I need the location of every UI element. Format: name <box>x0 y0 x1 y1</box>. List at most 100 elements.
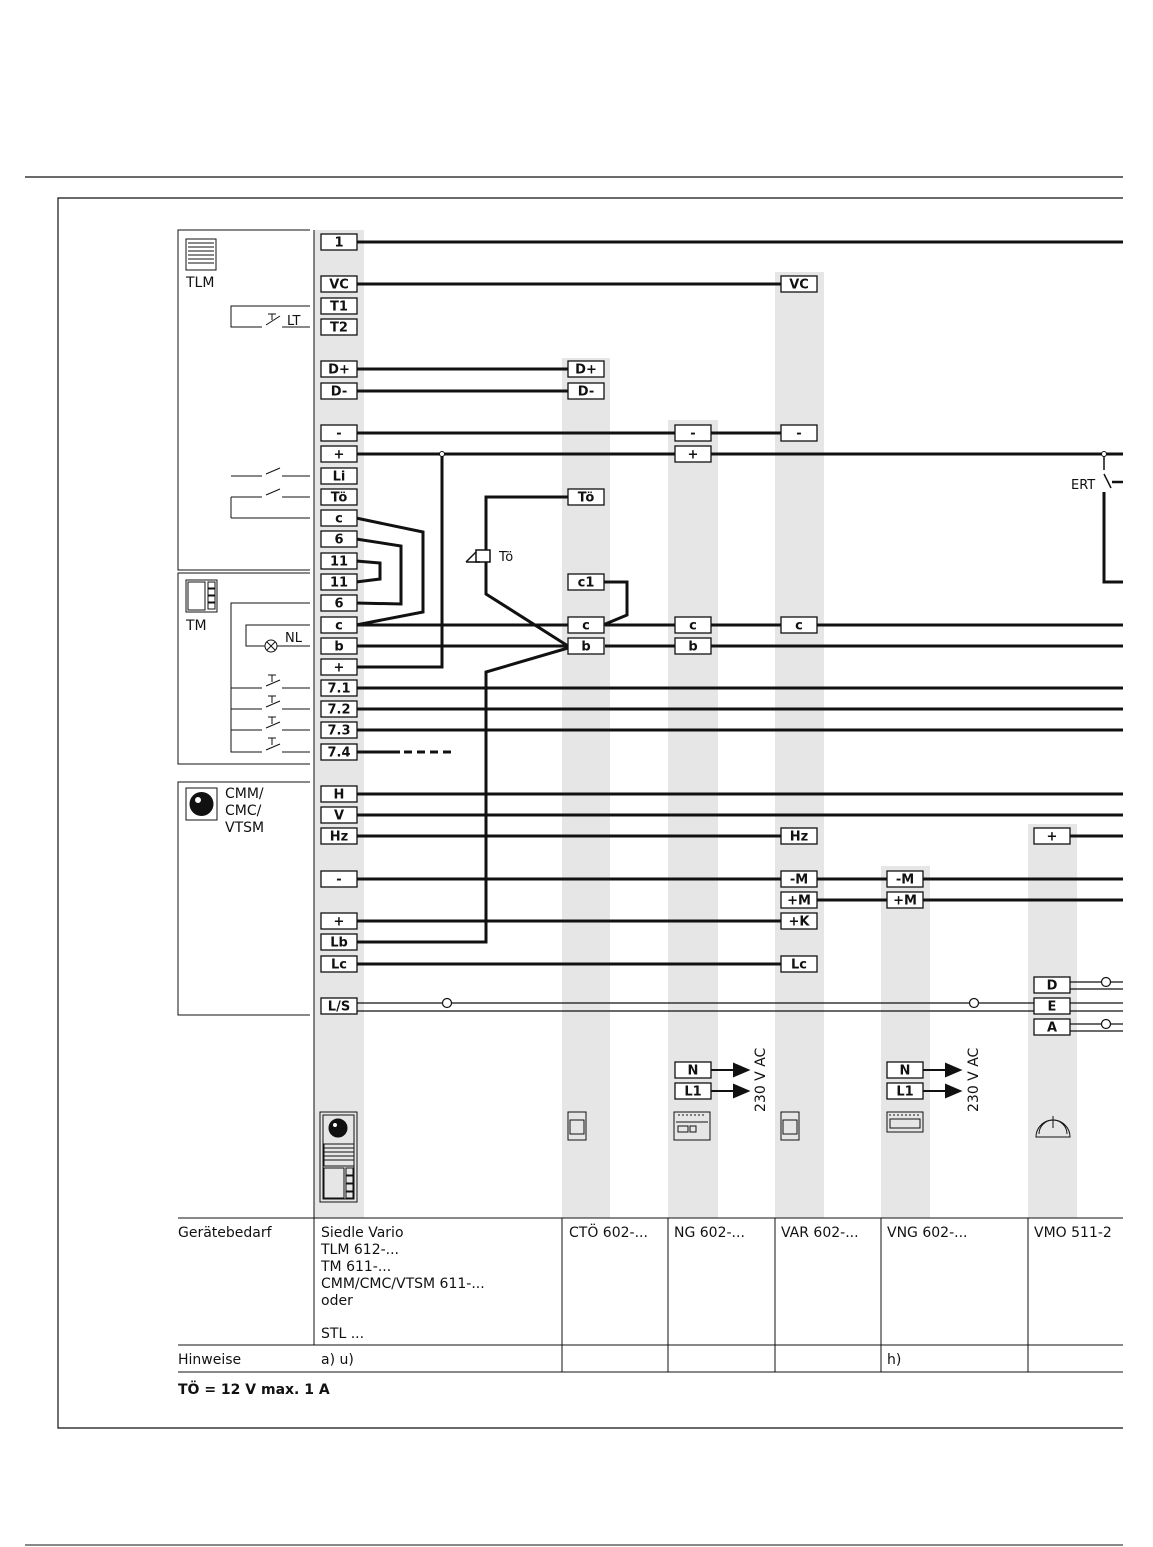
terminal-label: Hz <box>330 830 348 845</box>
terminal-label: D <box>1047 979 1058 994</box>
module-boxes <box>177 229 1029 1372</box>
terminal-box <box>780 912 818 930</box>
terminal-label: 7.3 <box>327 724 350 739</box>
terminal-box <box>567 360 605 378</box>
terminal-label: b <box>334 640 343 655</box>
terminal-box <box>886 1061 924 1079</box>
terminal-main: Lc <box>320 955 358 973</box>
terminal-label: L1 <box>896 1085 913 1100</box>
terminal-label: c <box>582 619 590 634</box>
terminal-main: + <box>320 658 358 676</box>
terminal-label: Lc <box>331 958 347 973</box>
terminal-box <box>320 912 358 930</box>
terminal-box <box>320 679 358 697</box>
terminal-main: 11 <box>320 573 358 591</box>
dome-camera-icon <box>1035 1116 1071 1138</box>
terminal-box <box>320 637 358 655</box>
terminal-label: H <box>334 788 345 803</box>
terminal-vng: +M <box>886 891 924 909</box>
terminal-main: 1 <box>320 233 358 251</box>
terminal-label: D+ <box>328 363 350 378</box>
terminal-label: c <box>795 619 803 634</box>
terminal-box <box>320 382 358 400</box>
terminal-main: 7.2 <box>320 700 358 718</box>
ert-switch <box>1103 454 1123 489</box>
shielded-lines <box>356 976 1123 1032</box>
terminal-box <box>1033 976 1071 994</box>
terminal-var: Hz <box>780 827 818 845</box>
main-device-line: TLM 612-... <box>320 1242 399 1258</box>
terminal-label: D+ <box>575 363 597 378</box>
terminal-box <box>320 530 358 548</box>
terminal-box <box>1033 827 1071 845</box>
terminal-box <box>320 424 358 442</box>
video-power-supply-icon <box>886 1111 924 1133</box>
terminal-label: T2 <box>330 321 348 336</box>
junction <box>439 451 445 457</box>
terminal-main: L/S <box>320 997 358 1015</box>
door-station-icon <box>319 1111 358 1203</box>
terminal-box <box>320 870 358 888</box>
terminal-main: D+ <box>320 360 358 378</box>
terminal-label: + <box>688 448 699 463</box>
terminal-box <box>320 743 358 761</box>
terminal-label: + <box>334 661 345 676</box>
terminal-label: + <box>1047 830 1058 845</box>
main-device-line: oder <box>321 1293 353 1309</box>
terminal-box <box>780 827 818 845</box>
terminal-vmo: D <box>1033 976 1071 994</box>
module-label-tlm: TLM <box>185 275 214 291</box>
tlm-speaker-icon <box>185 238 217 271</box>
junction <box>1101 451 1107 457</box>
terminal-label: +M <box>787 894 811 909</box>
terminal-box <box>780 891 818 909</box>
terminal-ng: + <box>674 445 712 463</box>
footnote: TÖ = 12 V max. 1 A <box>178 1380 330 1398</box>
device-ctoe: CTÖ 602-... <box>569 1223 648 1241</box>
terminal-var: Lc <box>780 955 818 973</box>
requirements-label: Gerätebedarf <box>178 1225 273 1241</box>
terminal-box <box>567 382 605 400</box>
terminal-label: Tö <box>331 491 348 506</box>
terminal-main: c <box>320 509 358 527</box>
terminal-label: E <box>1048 1000 1057 1015</box>
power-supply-icon <box>673 1111 711 1141</box>
rail-device-icon <box>567 1111 587 1141</box>
nl-label: NL <box>285 631 303 646</box>
terminal-vng: L1 <box>886 1082 924 1100</box>
terminal-vng: N <box>886 1061 924 1079</box>
terminal-box <box>320 488 358 506</box>
terminal-main: Li <box>320 467 358 485</box>
terminal-main: Hz <box>320 827 358 845</box>
terminal-box <box>674 424 712 442</box>
terminal-box <box>780 616 818 634</box>
terminal-label: +K <box>789 915 811 930</box>
module-label-cmc: CMC/ <box>225 803 262 819</box>
camera-module-icon <box>185 787 218 821</box>
terminal-box <box>320 275 358 293</box>
terminal-box <box>567 488 605 506</box>
terminal-box <box>320 573 358 591</box>
terminal-vmo: + <box>1033 827 1071 845</box>
notes-label: Hinweise <box>178 1352 241 1368</box>
terminal-box <box>886 891 924 909</box>
terminal-label: + <box>334 448 345 463</box>
terminal-box <box>320 297 358 315</box>
terminal-ng: L1 <box>674 1082 712 1100</box>
terminal-main: - <box>320 870 358 888</box>
door-opener-icon <box>465 549 491 563</box>
switch-contacts <box>230 305 310 753</box>
terminal-main: 7.4 <box>320 743 358 761</box>
terminal-main: D- <box>320 382 358 400</box>
terminal-label: Lc <box>791 958 807 973</box>
terminal-box <box>320 445 358 463</box>
terminal-label: 11 <box>330 555 348 570</box>
terminal-label: 7.2 <box>327 703 350 718</box>
ac-label-ng: 230 V AC <box>753 1047 769 1112</box>
terminal-box <box>320 233 358 251</box>
terminal-var: c <box>780 616 818 634</box>
module-label-tm: TM <box>185 618 207 634</box>
terminal-label: N <box>900 1064 911 1079</box>
terminal-main: Tö <box>320 488 358 506</box>
device-var: VAR 602-... <box>781 1225 859 1241</box>
